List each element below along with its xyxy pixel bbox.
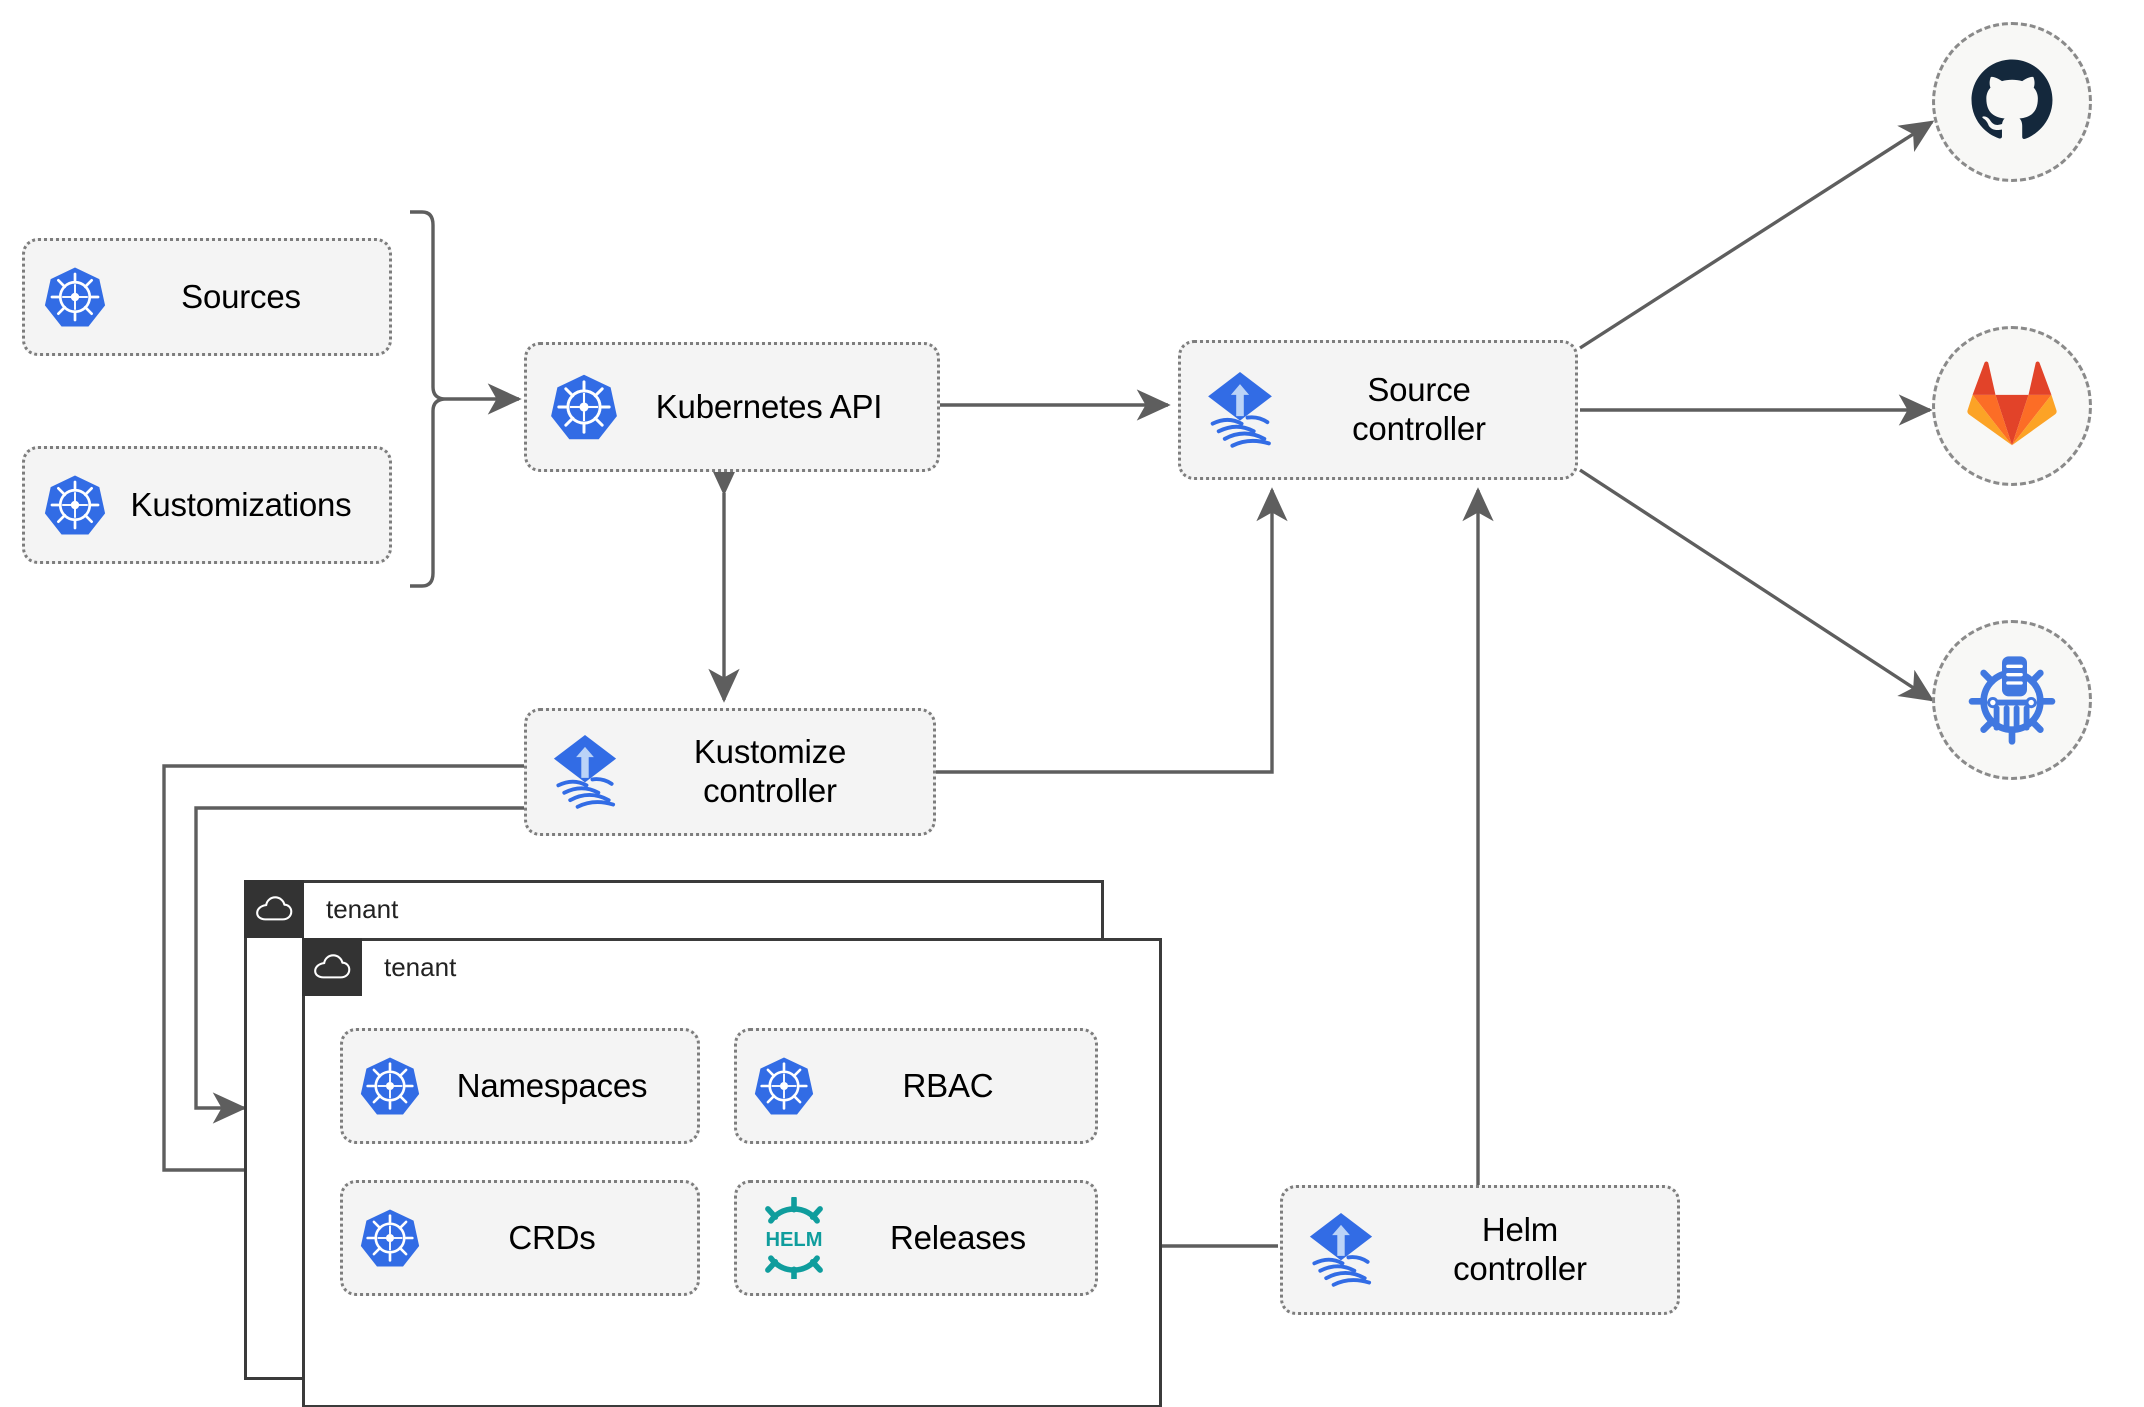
helm-icon: HELM (753, 1197, 835, 1279)
node-kustomize-controller-label: Kustomize controller (693, 733, 847, 809)
node-helm-repository[interactable] (1932, 620, 2092, 780)
tenant-back-header: tenant (244, 880, 398, 938)
node-sources[interactable]: Sources (22, 238, 392, 356)
wire-kustomize-source (935, 487, 1288, 774)
kubernetes-icon (43, 473, 107, 537)
tenant-front-header: tenant (302, 938, 456, 996)
flux-icon (547, 732, 623, 812)
node-sources-label: Sources (181, 277, 301, 315)
node-crds[interactable]: CRDs (340, 1180, 700, 1296)
tenant-back-label: tenant (326, 893, 399, 924)
node-helm-controller-label: Helm controller (1453, 1211, 1587, 1287)
node-gitlab[interactable] (1932, 326, 2092, 486)
wire-source-helmrepo (1579, 468, 1935, 702)
node-source-controller-label: Source controller (1352, 371, 1486, 447)
github-icon (1966, 54, 2058, 151)
node-crds-label: CRDs (508, 1218, 596, 1256)
node-kubernetes-api[interactable]: Kubernetes API (524, 342, 940, 472)
kubernetes-icon (359, 1207, 421, 1269)
node-namespaces[interactable]: Namespaces (340, 1028, 700, 1144)
node-namespaces-label: Namespaces (456, 1066, 648, 1104)
node-kustomizations[interactable]: Kustomizations (22, 446, 392, 564)
wire-source-github (1579, 120, 1935, 350)
kubernetes-icon (549, 372, 619, 442)
helm-wordmark: HELM (766, 1229, 823, 1251)
node-source-controller[interactable]: Source controller (1178, 340, 1578, 480)
node-kubernetes-api-label: Kubernetes API (655, 387, 883, 425)
kubernetes-icon (359, 1055, 421, 1117)
gitlab-icon (1966, 360, 2058, 453)
node-releases-label: Releases (890, 1218, 1026, 1256)
node-kustomizations-label: Kustomizations (130, 485, 352, 523)
brace-inputs (410, 210, 445, 588)
tenant-front-label: tenant (384, 951, 457, 982)
tenant-container-front[interactable]: tenant (302, 938, 1162, 1407)
node-kustomize-controller[interactable]: Kustomize controller (524, 708, 936, 836)
flux-icon (1303, 1210, 1379, 1290)
kubernetes-icon (43, 265, 107, 329)
node-helm-controller[interactable]: Helm controller (1280, 1185, 1680, 1315)
node-rbac[interactable]: RBAC (734, 1028, 1098, 1144)
node-releases[interactable]: HELM Releases (734, 1180, 1098, 1296)
cloud-icon (244, 880, 304, 938)
flux-icon (1201, 369, 1279, 451)
node-rbac-label: RBAC (902, 1066, 994, 1104)
helm-chart-icon (1962, 648, 2062, 753)
kubernetes-icon (753, 1055, 815, 1117)
cloud-icon (302, 938, 362, 996)
node-github[interactable] (1932, 22, 2092, 182)
